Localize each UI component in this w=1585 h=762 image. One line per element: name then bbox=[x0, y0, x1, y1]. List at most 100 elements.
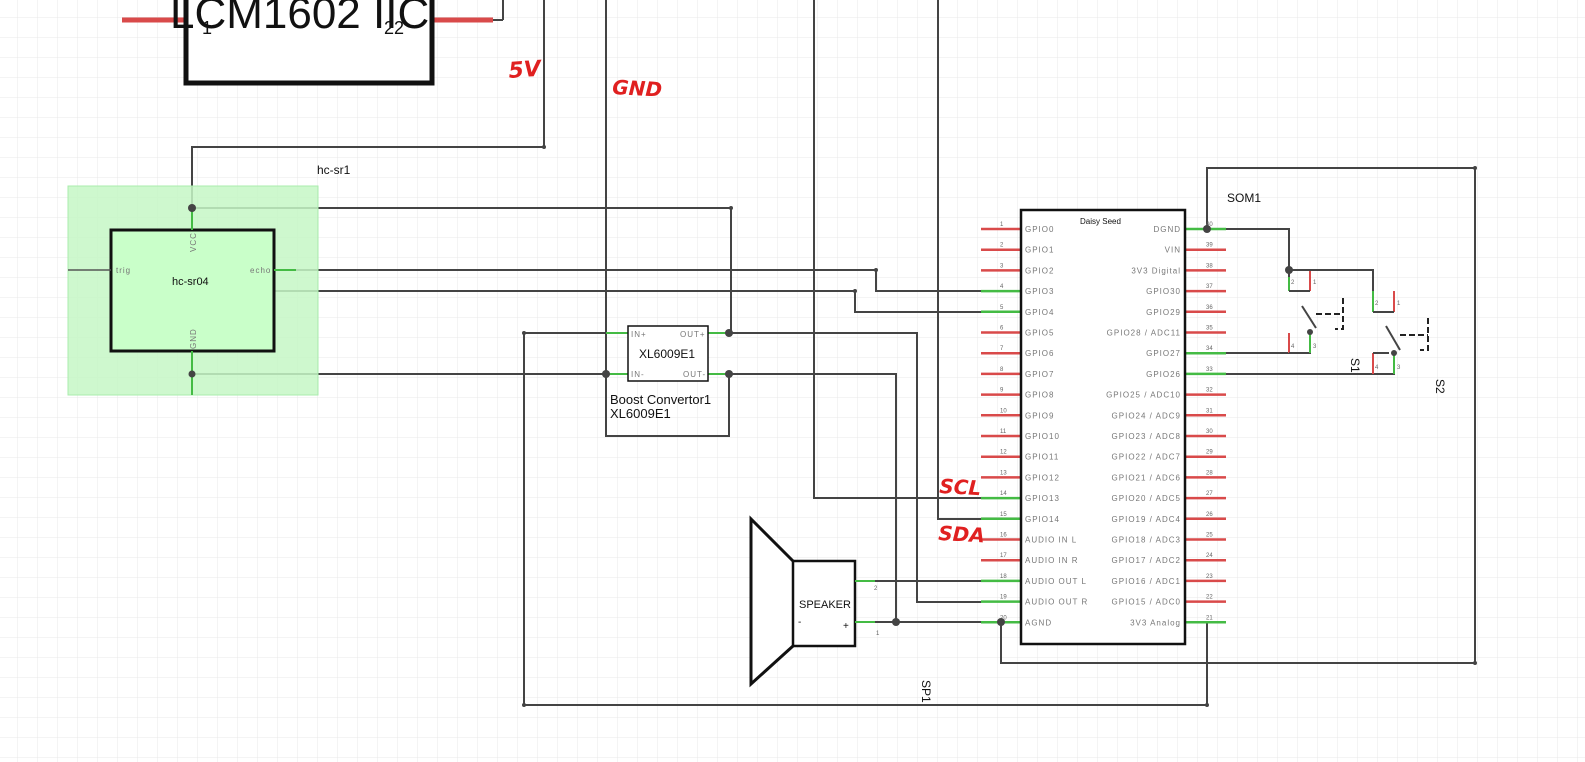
junction-dot bbox=[602, 370, 610, 378]
daisy-part-label: SOM1 bbox=[1227, 191, 1261, 205]
daisy-pin-number: 39 bbox=[1206, 243, 1213, 249]
daisy-pin-number: 24 bbox=[1206, 553, 1213, 559]
boost-converter[interactable]: IN+ OUT+ IN- OUT- XL6009E1 Boost Convert… bbox=[606, 325, 731, 421]
daisy-pin-label: AUDIO IN L bbox=[1025, 536, 1077, 545]
s1-pin1: 1 bbox=[1313, 280, 1317, 286]
junction-dot bbox=[1203, 225, 1211, 233]
switch-s2[interactable]: 2 1 4 3 S2 bbox=[1372, 291, 1447, 394]
s1-contact bbox=[1301, 305, 1317, 329]
speaker-body bbox=[791, 559, 857, 648]
daisy-pin-number: 5 bbox=[1000, 305, 1004, 311]
annotation-gnd: GND bbox=[612, 75, 663, 102]
wire-5v[interactable] bbox=[191, 0, 545, 208]
daisy-pin-number: 10 bbox=[1000, 408, 1007, 414]
daisy-pin-label: GPIO24 / ADC9 bbox=[1112, 411, 1181, 420]
lcm1602-module[interactable]: LCM1602 IIC 1 22 bbox=[122, 0, 504, 86]
daisy-pin-number: 19 bbox=[1000, 595, 1007, 601]
daisy-pin-number: 20 bbox=[1000, 615, 1007, 621]
daisy-pin-label: GPIO17 / ADC2 bbox=[1112, 556, 1181, 565]
daisy-pin-label: GPIO8 bbox=[1025, 391, 1054, 400]
wire-trig[interactable] bbox=[192, 290, 981, 313]
speaker-plus: + bbox=[843, 621, 849, 632]
boost-label-out-minus: OUT- bbox=[683, 370, 706, 379]
daisy-pin-label: GPIO4 bbox=[1025, 308, 1054, 317]
wire-out-minus[interactable] bbox=[731, 373, 981, 623]
daisy-pin-label: GPIO18 / ADC3 bbox=[1112, 536, 1181, 545]
daisy-pin-label: GPIO30 bbox=[1146, 287, 1181, 296]
daisy-pin-label: AUDIO OUT L bbox=[1025, 577, 1087, 586]
daisy-pin-label: GPIO27 bbox=[1146, 349, 1181, 358]
annotations: 5V GND SCL SDA bbox=[508, 57, 986, 548]
daisy-pin-number: 11 bbox=[1000, 429, 1007, 435]
speaker-name: SPEAKER bbox=[799, 599, 851, 611]
s2-actuator bbox=[1400, 318, 1429, 351]
daisy-pin-label: GPIO21 / ADC6 bbox=[1112, 473, 1181, 482]
junction-dot bbox=[1473, 166, 1477, 170]
daisy-right-pins bbox=[1185, 227, 1226, 624]
speaker[interactable]: SPEAKER - + 2 1 SP1 bbox=[749, 515, 933, 703]
boost-part-value: XL6009E1 bbox=[610, 406, 671, 421]
daisy-pin-label: GPIO13 bbox=[1025, 494, 1060, 503]
boost-body bbox=[627, 325, 709, 382]
junction-dot bbox=[1473, 661, 1477, 665]
speaker-pin2: 2 bbox=[874, 586, 878, 592]
daisy-pin-label: GPIO26 bbox=[1146, 370, 1181, 379]
daisy-pin-label: GPIO15 / ADC0 bbox=[1112, 598, 1181, 607]
sensor-label-trig: trig bbox=[116, 266, 131, 275]
daisy-pin-number: 26 bbox=[1206, 512, 1213, 518]
s2-pin1: 1 bbox=[1397, 301, 1401, 307]
junction-dot bbox=[892, 618, 900, 626]
switch-s1[interactable]: 2 1 4 3 S1 bbox=[1288, 271, 1362, 373]
daisy-pin-number: 8 bbox=[1000, 367, 1004, 373]
daisy-pin-number: 31 bbox=[1206, 408, 1213, 414]
daisy-pin-number: 16 bbox=[1000, 533, 1007, 539]
s1-label: S1 bbox=[1348, 358, 1362, 373]
annotation-5v: 5V bbox=[508, 57, 544, 84]
sensor-label-echo: echo bbox=[250, 266, 271, 275]
wire-out-plus[interactable] bbox=[731, 332, 981, 603]
daisy-pin-label: 3V3 Digital bbox=[1131, 266, 1181, 275]
daisy-pin-label: GPIO6 bbox=[1025, 349, 1054, 358]
wire-gnd-top[interactable] bbox=[605, 0, 730, 437]
lcm-pin22-label: 22 bbox=[384, 18, 404, 38]
daisy-pin-number: 3 bbox=[1000, 263, 1004, 269]
daisy-pin-label: GPIO14 bbox=[1025, 515, 1060, 524]
s1-actuator bbox=[1316, 298, 1344, 330]
daisy-pin-label: GPIO1 bbox=[1025, 246, 1054, 255]
speaker-pin1: 1 bbox=[876, 631, 880, 637]
annotation-scl: SCL bbox=[939, 474, 982, 500]
junction-dot bbox=[1205, 703, 1209, 707]
daisy-pin-number: 27 bbox=[1206, 491, 1213, 497]
daisy-pin-label: GPIO20 / ADC5 bbox=[1112, 494, 1181, 503]
wire-scl[interactable] bbox=[813, 0, 981, 499]
daisy-pin-number: 15 bbox=[1000, 512, 1007, 518]
hc-sr04-sensor[interactable]: VCC GND trig echo hc-sr04 hc-sr1 bbox=[67, 163, 351, 396]
daisy-pin-number: 6 bbox=[1000, 326, 1004, 332]
daisy-pin-number: 9 bbox=[1000, 388, 1004, 394]
boost-label-in-plus: IN+ bbox=[631, 330, 647, 339]
s2-label: S2 bbox=[1433, 379, 1447, 394]
daisy-pin-number: 22 bbox=[1206, 595, 1213, 601]
daisy-pin-label: GPIO0 bbox=[1025, 225, 1054, 234]
daisy-pin-number: 38 bbox=[1206, 263, 1213, 269]
daisy-pin-number: 33 bbox=[1206, 367, 1213, 373]
daisy-pin-label: AGND bbox=[1025, 618, 1052, 627]
daisy-pin-number: 7 bbox=[1000, 346, 1004, 352]
daisy-pin-number: 1 bbox=[1000, 222, 1004, 228]
boost-part-label: Boost Convertor1 bbox=[610, 392, 711, 407]
daisy-pin-number: 29 bbox=[1206, 450, 1213, 456]
daisy-pin-label: GPIO11 bbox=[1025, 453, 1059, 462]
lcm-title: LCM1602 IIC bbox=[170, 0, 429, 38]
wire-agnd-loop[interactable] bbox=[1000, 167, 1476, 664]
annotation-sda: SDA bbox=[938, 521, 986, 547]
wire-sda[interactable] bbox=[937, 0, 981, 520]
daisy-pin-number: 17 bbox=[1000, 553, 1007, 559]
wire-echo[interactable] bbox=[296, 269, 981, 292]
s2-pin4: 4 bbox=[1375, 365, 1379, 371]
daisy-pin-number: 32 bbox=[1206, 388, 1213, 394]
speaker-cone bbox=[749, 515, 795, 688]
daisy-pin-number: 34 bbox=[1206, 346, 1213, 352]
